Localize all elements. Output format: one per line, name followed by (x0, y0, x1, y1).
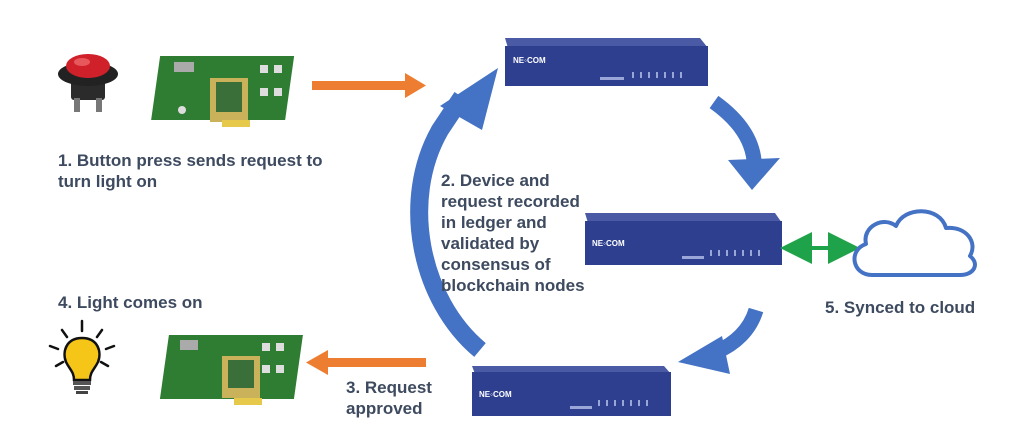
step5-line1: 5. Synced to cloud (825, 298, 976, 317)
orange-arrow-request (312, 73, 426, 98)
step2-line: consensus of (441, 255, 551, 274)
step3-line1: 3. Request (346, 378, 432, 397)
step1-label: 1. Button press sends request to turn li… (58, 150, 323, 192)
network-appliance-icon: NE◦COM (472, 366, 671, 416)
blue-arrow-to-middle (709, 95, 780, 190)
step2-line: blockchain nodes (441, 276, 585, 295)
network-appliance-icon: NE◦COM (505, 38, 708, 86)
orange-arrow-approved (306, 350, 426, 375)
step3-line2: approved (346, 399, 423, 418)
network-appliance-icon: NE◦COM (585, 213, 782, 265)
step2-label: 2. Device and request recorded in ledger… (441, 170, 585, 296)
step2-line: 2. Device and (441, 171, 550, 190)
step5-label: 5. Synced to cloud (825, 297, 975, 318)
device-brand: NE◦COM (479, 390, 512, 399)
device-brand: NE◦COM (592, 239, 625, 248)
step4-label: 4. Light comes on (58, 292, 203, 313)
step2-line: in ledger and (441, 213, 547, 232)
circuit-board-icon (151, 56, 295, 127)
light-bulb-icon (48, 319, 116, 394)
blue-arrow-to-bottom (678, 307, 764, 374)
step4-line1: 4. Light comes on (58, 293, 203, 312)
step3-label: 3. Request approved (346, 377, 432, 419)
step2-line: validated by (441, 234, 540, 253)
push-button-icon (58, 54, 118, 112)
step1-line1: 1. Button press sends request to (58, 151, 323, 170)
cloud-icon (852, 209, 977, 277)
device-brand: NE◦COM (513, 56, 546, 65)
blue-arrow-approval-loop (410, 68, 498, 357)
step2-line: request recorded (441, 192, 580, 211)
circuit-board-icon (159, 335, 303, 405)
step1-line2: turn light on (58, 172, 158, 191)
